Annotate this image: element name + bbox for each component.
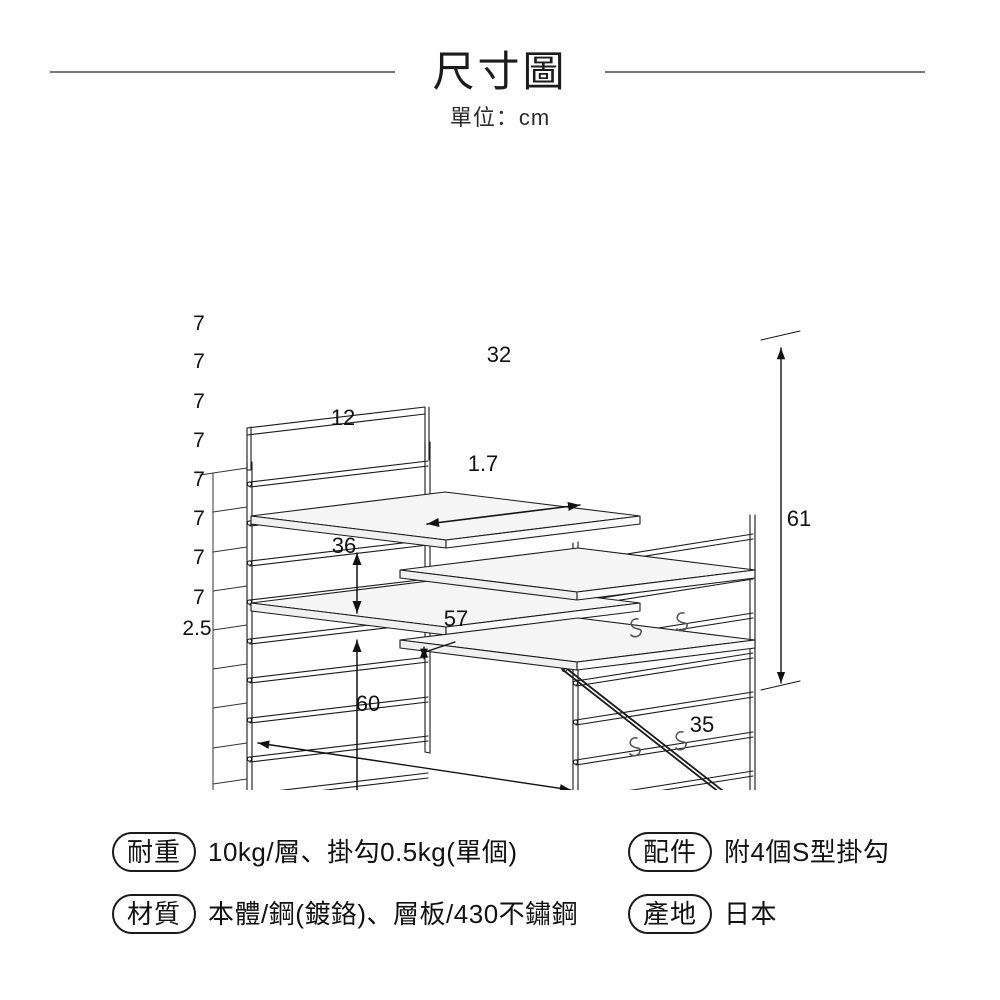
header-rule-right	[605, 71, 925, 73]
page-header: 尺寸圖 單位：cm	[0, 0, 1000, 150]
step-label-5: 7	[193, 468, 205, 491]
upper-shelf-right	[399, 547, 756, 601]
dim-32	[426, 502, 581, 527]
s-hook-4	[675, 731, 687, 751]
lower-shelf-right	[399, 617, 756, 671]
spec-cell-origin: 產地 日本	[628, 894, 777, 934]
step-label-8: 7	[193, 586, 205, 609]
spec-value-origin: 日本	[724, 899, 778, 929]
dim-label-32: 32	[487, 342, 511, 367]
dim-57	[257, 740, 572, 790]
middle-shelf-left	[250, 578, 641, 636]
spec-cell-load-capacity: 耐重 10kg/層、掛勾0.5kg(單個)	[112, 832, 518, 872]
dim-1p7	[420, 641, 456, 660]
dim-label-61: 61	[787, 506, 811, 531]
spec-label-accessory: 配件	[628, 832, 713, 872]
step-label-4: 7	[193, 429, 205, 452]
dim-label-60: 60	[356, 691, 380, 716]
step-label-2: 7	[193, 350, 205, 373]
spec-label-material: 材質	[112, 894, 197, 934]
s-hook-2	[676, 612, 688, 632]
spec-value-material: 本體/鋼(鍍鉻)、層板/430不鏽鋼	[208, 899, 579, 929]
step-label-3: 7	[193, 390, 205, 413]
dimension-drawing: 7 7 7 7 7 7 7 7 2.5 32 12 1.7 36 57 60 3…	[0, 170, 1000, 790]
top-shelf	[250, 491, 641, 549]
dim-label-36: 36	[332, 533, 356, 558]
dim-label-57: 57	[444, 606, 468, 631]
spec-value-load-capacity: 10kg/層、掛勾0.5kg(單個)	[208, 837, 518, 867]
spec-cell-material: 材質 本體/鋼(鍍鉻)、層板/430不鏽鋼	[112, 894, 578, 934]
spec-row: 耐重 10kg/層、掛勾0.5kg(單個) 配件 附4個S型掛勾	[0, 832, 1000, 888]
dim-label-35: 35	[690, 712, 714, 737]
dim-label-12: 12	[331, 405, 355, 430]
s-hooks	[629, 612, 688, 757]
left-step-scale	[199, 467, 248, 790]
spec-row: 材質 本體/鋼(鍍鉻)、層板/430不鏽鋼 產地 日本	[0, 894, 1000, 950]
spec-value-accessory: 附4個S型掛勾	[724, 837, 890, 867]
s-hook-3	[629, 737, 641, 757]
rack-isometric-svg: 7 7 7 7 7 7 7 7 2.5 32 12 1.7 36 57 60 3…	[182, 312, 811, 790]
spec-label-origin: 產地	[628, 894, 713, 934]
dimension-labels: 7 7 7 7 7 7 7 7 2.5 32 12 1.7 36 57 60 3…	[182, 312, 811, 737]
step-label-7: 7	[193, 546, 205, 569]
page-title: 尺寸圖	[432, 48, 568, 95]
spec-label-load-capacity: 耐重	[112, 832, 197, 872]
spec-table: 耐重 10kg/層、掛勾0.5kg(單個) 配件 附4個S型掛勾 材質 本體/鋼…	[0, 826, 1000, 966]
dim-label-1p7: 1.7	[468, 451, 499, 476]
s-hook-1	[630, 618, 642, 638]
step-label-base: 2.5	[182, 617, 211, 640]
step-label-6: 7	[193, 507, 205, 530]
unit-label: 單位：cm	[449, 105, 551, 130]
spec-cell-accessory: 配件 附4個S型掛勾	[628, 832, 889, 872]
header-rule-left	[50, 71, 395, 73]
dim-61	[760, 330, 801, 691]
step-label-1: 7	[193, 312, 205, 335]
